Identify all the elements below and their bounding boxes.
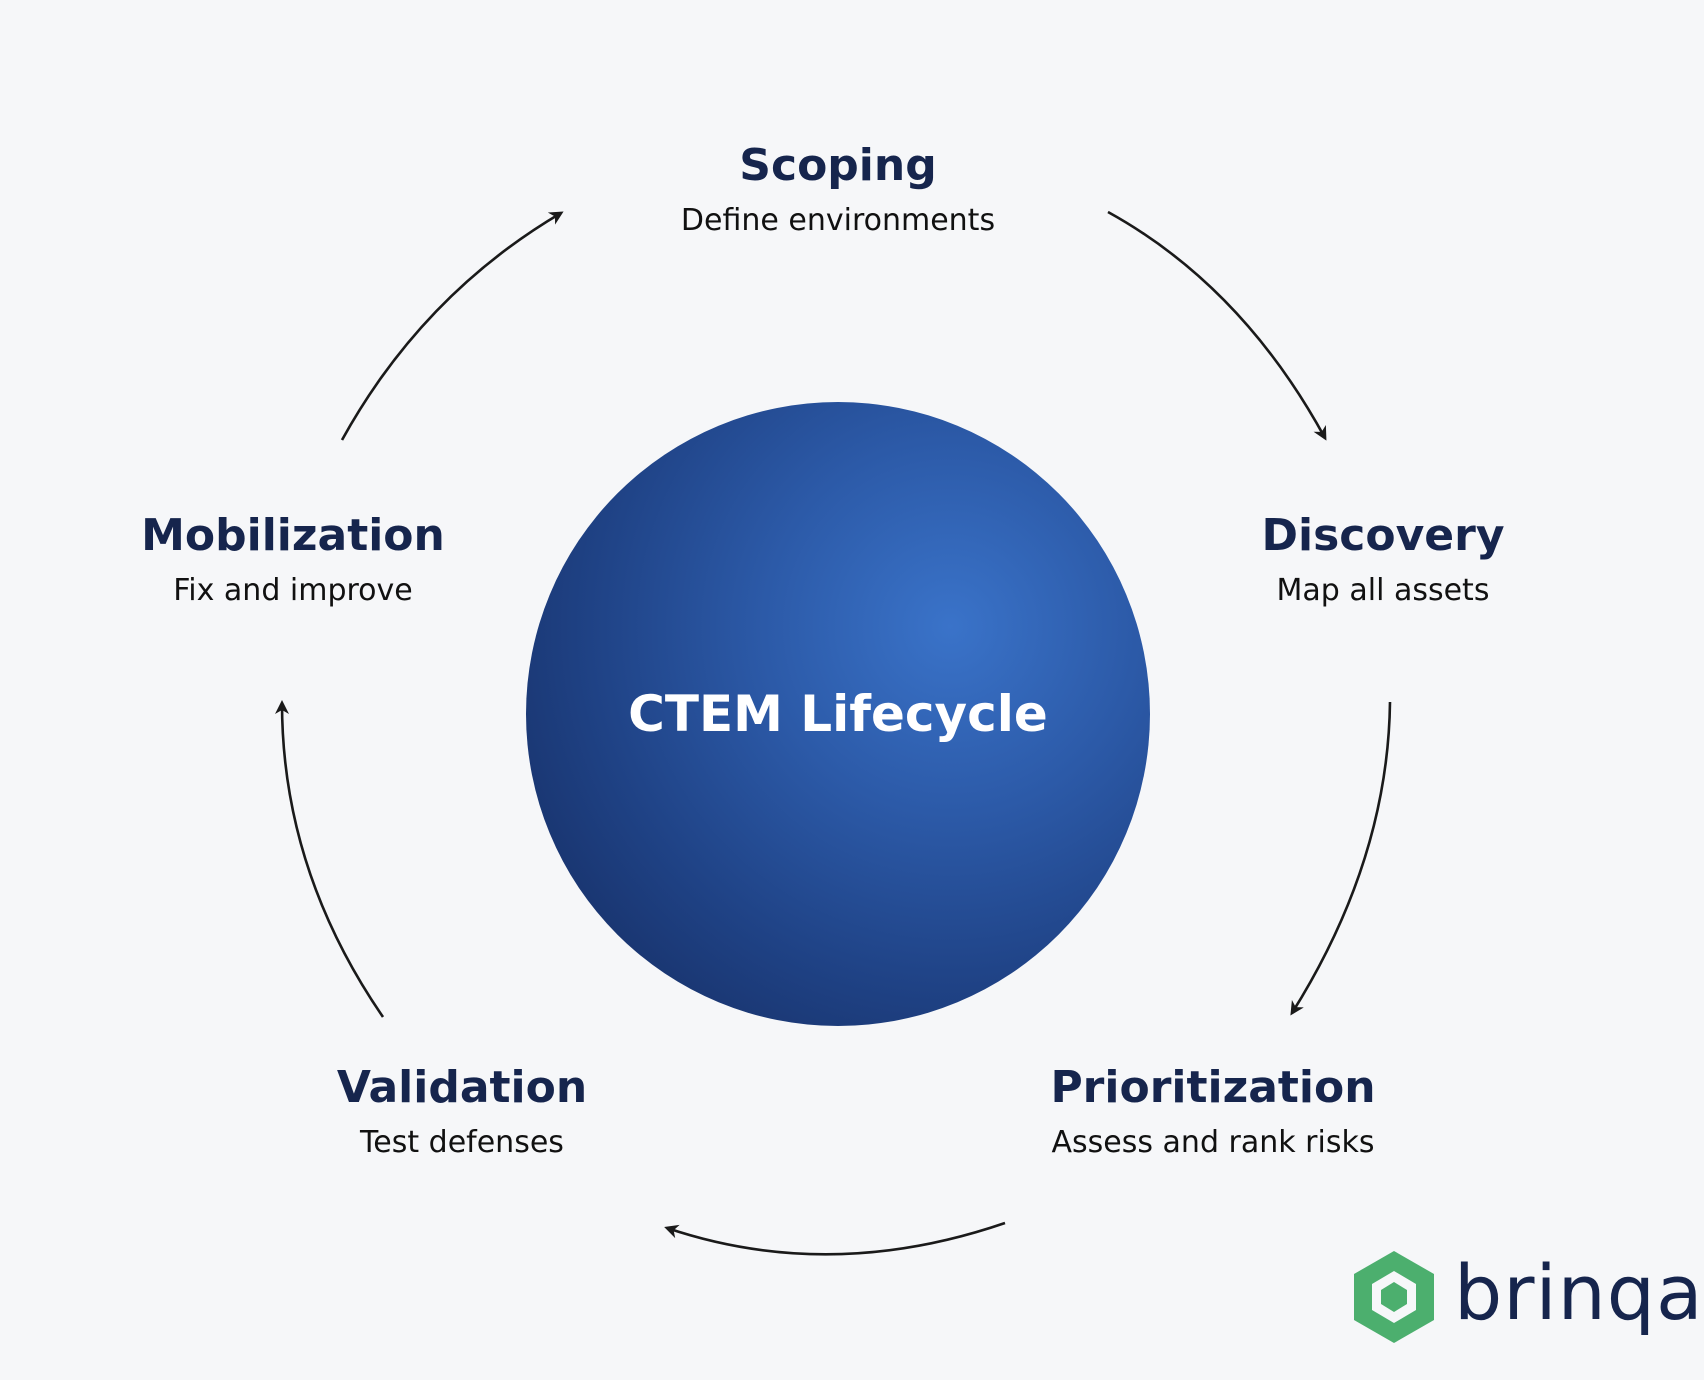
stage-title: Validation — [336, 1062, 588, 1113]
stage-validation: Validation Test defenses — [337, 1062, 587, 1161]
center-title: CTEM Lifecycle — [628, 685, 1048, 743]
stage-subtitle: Fix and improve — [173, 572, 413, 608]
center-circle: CTEM Lifecycle — [526, 402, 1150, 1026]
stage-prioritization: Prioritization Assess and rank risks — [1050, 1062, 1375, 1161]
stage-title: Scoping — [739, 140, 937, 191]
brinqa-logo: brinqa — [1350, 1244, 1703, 1350]
hexagon-logo-icon — [1354, 1251, 1434, 1343]
stage-subtitle: Assess and rank risks — [1051, 1124, 1375, 1160]
stage-discovery: Discovery Map all assets — [1261, 510, 1504, 609]
stage-title: Discovery — [1261, 510, 1505, 561]
arrow-prioritization-to-validation — [664, 1221, 1006, 1256]
arrow-validation-to-mobilization — [275, 700, 385, 1018]
stage-scoping: Scoping Define environments — [681, 140, 995, 239]
arrow-discovery-to-prioritization — [1290, 701, 1392, 1016]
arrow-scoping-to-discovery — [1107, 210, 1327, 441]
stage-subtitle: Map all assets — [1276, 572, 1490, 608]
stage-subtitle: Test defenses — [360, 1124, 564, 1160]
logo-wordmark: brinqa — [1454, 1248, 1704, 1337]
stage-subtitle: Define environments — [680, 202, 996, 238]
stage-mobilization: Mobilization Fix and improve — [141, 510, 445, 609]
stage-title: Mobilization — [141, 510, 445, 561]
arrow-mobilization-to-scoping — [340, 211, 564, 441]
stage-title: Prioritization — [1050, 1062, 1376, 1113]
